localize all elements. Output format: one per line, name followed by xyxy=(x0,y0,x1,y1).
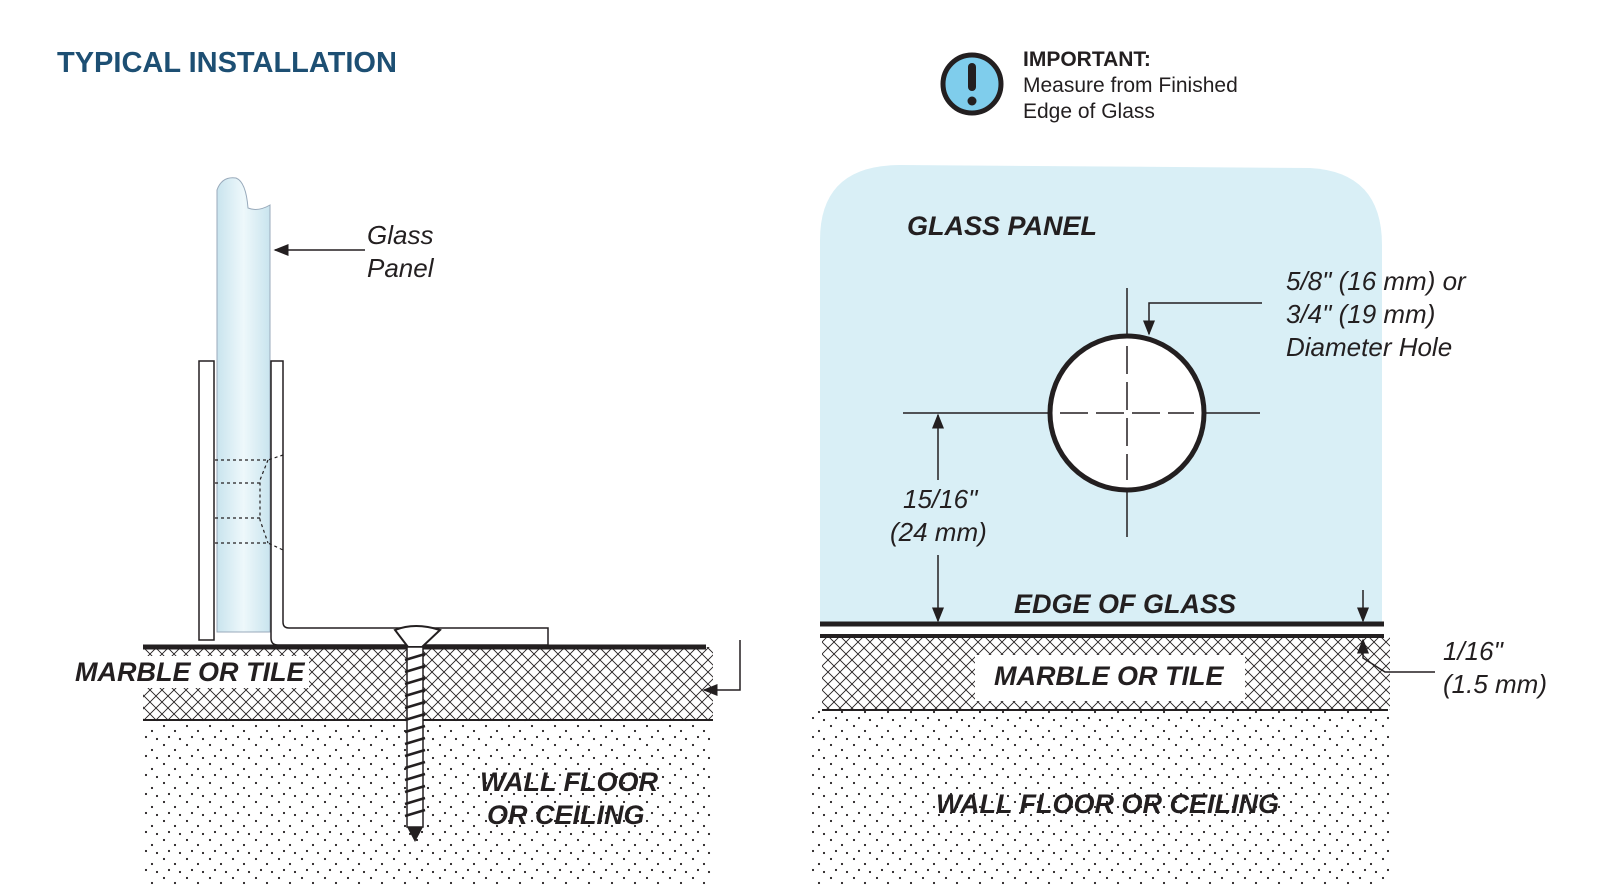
gap-label-1: 1/16" xyxy=(1443,636,1503,666)
offset-label-1: 15/16" xyxy=(903,484,978,514)
right-tile-label: MARBLE OR TILE xyxy=(994,661,1224,691)
exclamation-circle-icon xyxy=(940,52,1004,116)
hole-label-1: 5/8" (16 mm) or xyxy=(1286,266,1466,296)
edge-of-glass-label: EDGE OF GLASS xyxy=(1014,589,1237,619)
gap-label-2: (1.5 mm) xyxy=(1443,669,1547,699)
important-heading: IMPORTANT: xyxy=(1023,48,1151,71)
hole-label-2: 3/4" (19 mm) xyxy=(1286,299,1436,329)
left-substrate-label-1: WALL FLOOR xyxy=(480,767,658,797)
offset-label-2: (24 mm) xyxy=(890,517,987,547)
right-glass-panel-label: GLASS PANEL xyxy=(907,211,1098,241)
right-elevation-view xyxy=(812,165,1435,885)
page-title: TYPICAL INSTALLATION xyxy=(57,47,397,79)
left-tile-label: MARBLE OR TILE xyxy=(71,656,309,689)
right-substrate-label: WALL FLOOR OR CEILING xyxy=(936,789,1279,819)
hole-label-3: Diameter Hole xyxy=(1286,332,1453,362)
important-text-line-1: Measure from Finished xyxy=(1023,74,1238,97)
left-section-view xyxy=(143,177,741,885)
left-substrate-label-2: OR CEILING xyxy=(487,800,645,830)
screw-icon xyxy=(393,625,442,842)
glass-panel-label-2: Panel xyxy=(367,253,434,283)
important-text-line-2: Edge of Glass xyxy=(1023,100,1155,123)
glass-panel-label-1: Glass xyxy=(367,220,434,250)
